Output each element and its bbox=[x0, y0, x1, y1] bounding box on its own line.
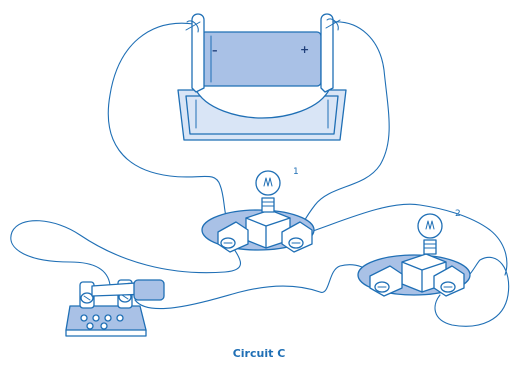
wire-switch-to-bulb2 bbox=[134, 264, 376, 310]
battery-cell bbox=[200, 31, 322, 87]
bulb-2-assembly: 2 bbox=[357, 209, 471, 297]
bulb-2-label: 2 bbox=[455, 209, 461, 219]
bulb-1-label: 1 bbox=[293, 167, 299, 177]
wire-bulb2-return bbox=[434, 256, 510, 327]
wire-battery-negative-loop bbox=[107, 22, 233, 233]
wire-bulb1-to-bulb2 bbox=[309, 203, 508, 276]
switch-handle[interactable] bbox=[133, 279, 165, 301]
battery-negative-sign: – bbox=[212, 44, 218, 57]
switch bbox=[65, 279, 165, 337]
battery-right-clip bbox=[320, 13, 334, 93]
wire-bulb1-to-switch bbox=[10, 220, 241, 286]
battery-holder: – + bbox=[177, 13, 347, 141]
wire-battery-positive bbox=[297, 21, 390, 237]
bulb-1-glass-icon bbox=[255, 170, 281, 196]
wires bbox=[10, 21, 510, 327]
battery-positive-sign: + bbox=[300, 43, 309, 56]
battery-left-clip bbox=[191, 13, 205, 93]
bulb-1-assembly: 1 bbox=[201, 167, 315, 253]
diagram-caption: Circuit C bbox=[232, 347, 286, 360]
bulb-2-glass-icon bbox=[417, 213, 443, 239]
